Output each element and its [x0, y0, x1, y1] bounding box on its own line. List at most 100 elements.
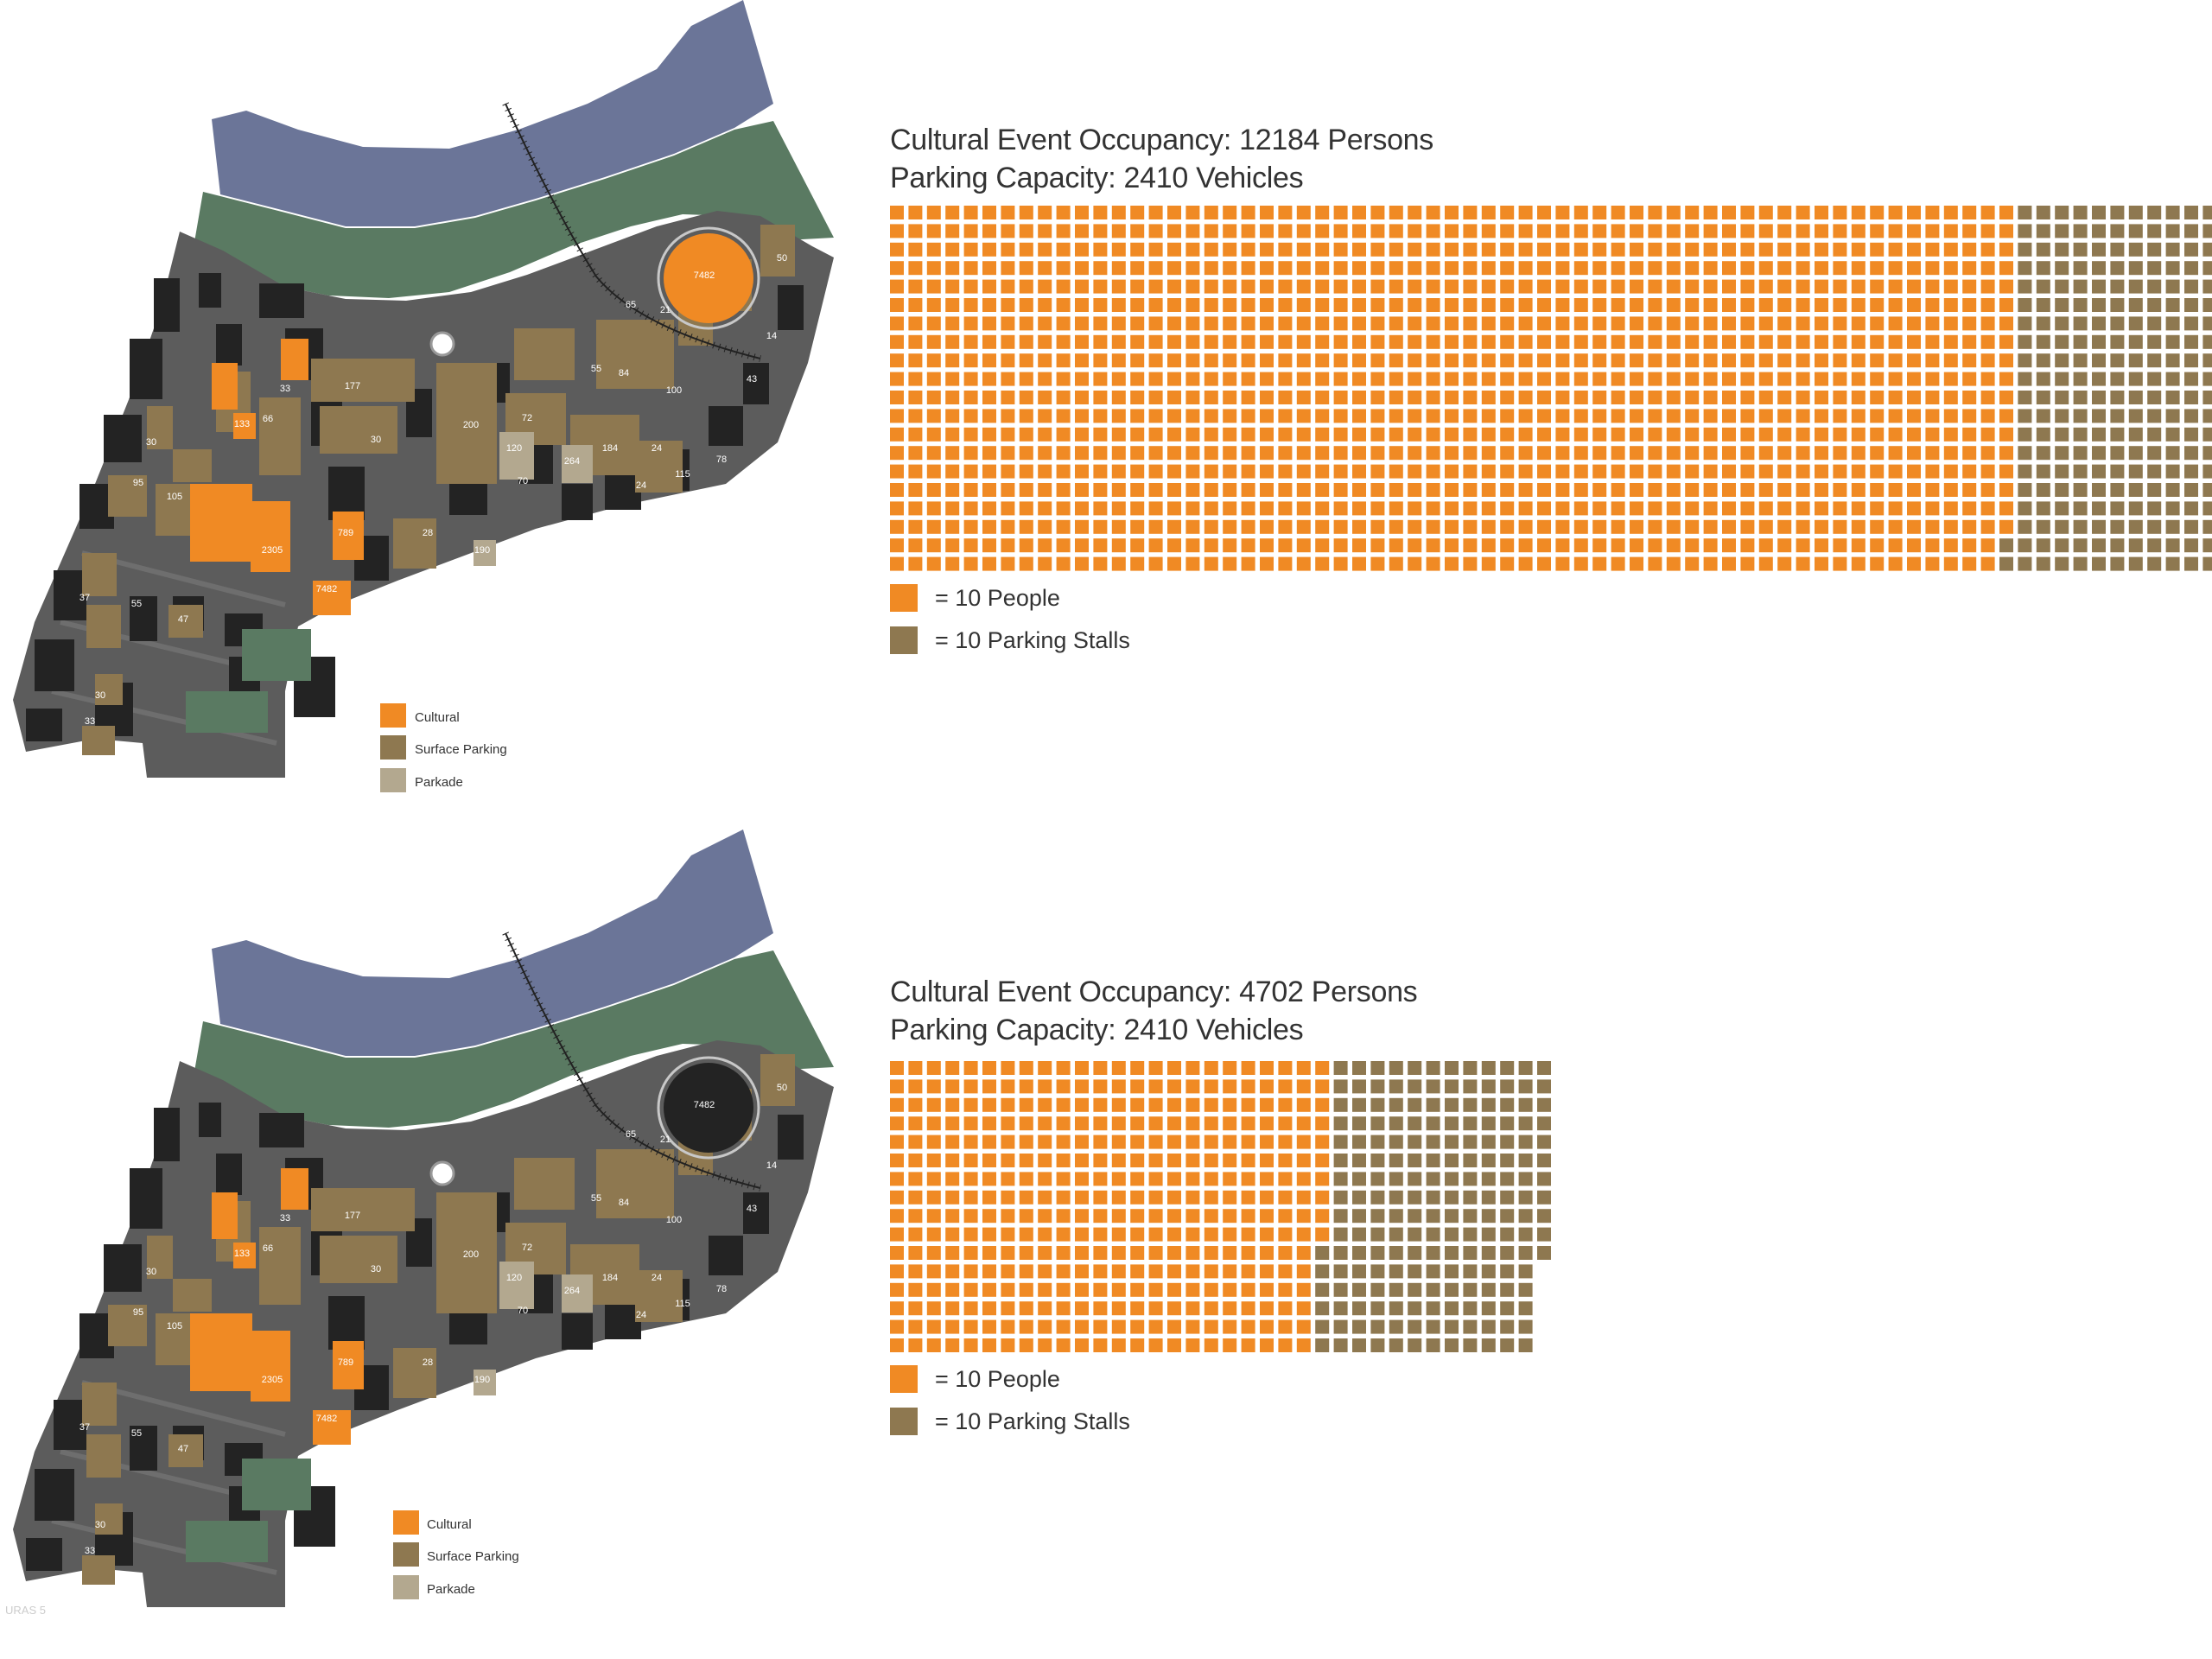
people-square [1352, 224, 1366, 238]
surface-parking-parcel [760, 225, 795, 276]
people-square [1703, 519, 1718, 534]
people-square [1999, 316, 2013, 331]
people-square [1870, 501, 1885, 516]
people-square [1093, 1246, 1108, 1260]
people-square [1962, 483, 1977, 497]
people-square [1777, 206, 1792, 219]
people-square [1648, 538, 1662, 553]
parcel-number: 24 [652, 443, 662, 454]
people-square [1389, 261, 1403, 276]
stall-square [2055, 279, 2069, 294]
people-square [1278, 1319, 1293, 1334]
stall-square [2184, 538, 2198, 553]
people-square [1389, 501, 1403, 516]
people-square [1185, 409, 1200, 423]
stall-square [1426, 1135, 1440, 1149]
legend-label-cultural: Cultural [427, 1517, 472, 1532]
people-square [1758, 261, 1773, 276]
stall-square [1445, 1338, 1459, 1352]
stall-square [1445, 1116, 1459, 1131]
stall-square [2092, 261, 2106, 276]
people-square [1870, 224, 1885, 238]
people-square [1167, 261, 1181, 276]
people-square [890, 1246, 904, 1260]
people-square [890, 391, 904, 404]
people-square [1111, 1135, 1126, 1149]
people-square [1038, 556, 1052, 571]
surface-parking-parcel [156, 1313, 190, 1365]
people-square [963, 519, 978, 534]
stall-square [2184, 279, 2198, 294]
stall-square [2165, 501, 2180, 516]
people-square [1980, 519, 1995, 534]
people-square [1796, 519, 1810, 534]
people-square [1500, 464, 1515, 479]
people-square [1111, 464, 1126, 479]
people-square [1703, 353, 1718, 368]
people-square [1408, 279, 1422, 294]
people-square [1980, 501, 1995, 516]
stall-square [1352, 1154, 1366, 1167]
people-square [1278, 261, 1293, 276]
stall-square [1500, 1154, 1515, 1167]
stall-square [2128, 261, 2143, 276]
people-square [1111, 519, 1126, 534]
people-square [1185, 242, 1200, 257]
people-square [1148, 1301, 1163, 1316]
people-square [1038, 298, 1052, 312]
people-square [1333, 242, 1348, 257]
people-square [1722, 242, 1736, 257]
people-square [1943, 501, 1958, 516]
stalls-label: = 10 Parking Stalls [935, 626, 1130, 653]
parcel-number: 30 [95, 690, 105, 701]
stall-square [2036, 446, 2050, 461]
people-square [1796, 261, 1810, 276]
people-square [1777, 483, 1792, 497]
people-square [1851, 298, 1866, 312]
stall-square [2128, 298, 2143, 312]
surface-parking-parcel [82, 1555, 115, 1585]
people-square [1999, 334, 2013, 349]
people-square [1648, 464, 1662, 479]
parcel-number: 177 [345, 1211, 360, 1221]
stall-square [1426, 1079, 1440, 1094]
stall-square [1481, 1246, 1496, 1260]
people-square [1518, 316, 1533, 331]
people-square [1130, 279, 1145, 294]
stall-square [2202, 409, 2212, 423]
people-square [982, 353, 996, 368]
people-square [1833, 501, 1847, 516]
people-square [1666, 372, 1681, 386]
stall-square [2202, 483, 2212, 497]
people-square [1204, 261, 1218, 276]
park-block [186, 691, 268, 733]
people-square [1592, 353, 1607, 368]
people-square [1001, 372, 1015, 386]
people-square [1278, 316, 1293, 331]
people-square [1481, 206, 1496, 219]
people-square [890, 1172, 904, 1186]
people-square [1943, 261, 1958, 276]
people-square [908, 519, 923, 534]
stall-square [1352, 1116, 1366, 1131]
people-square [1907, 391, 1921, 404]
people-square [1260, 464, 1274, 479]
people-square [1260, 353, 1274, 368]
people-square [1943, 224, 1958, 238]
stall-square [1481, 1079, 1496, 1094]
people-square [1815, 353, 1828, 368]
stall-square [1426, 1227, 1440, 1242]
people-square [926, 519, 941, 534]
people-square [1204, 1135, 1218, 1149]
people-square [1943, 353, 1958, 368]
people-square [1962, 206, 1977, 219]
stall-square [2184, 261, 2198, 276]
people-square [1518, 427, 1533, 442]
parcel-number: 28 [423, 528, 433, 538]
people-square [1722, 206, 1736, 219]
people-square [1611, 372, 1625, 386]
stall-square [2073, 353, 2088, 368]
people-square [1463, 261, 1478, 276]
people-square [1038, 1209, 1052, 1224]
stall-square [1370, 1135, 1385, 1149]
